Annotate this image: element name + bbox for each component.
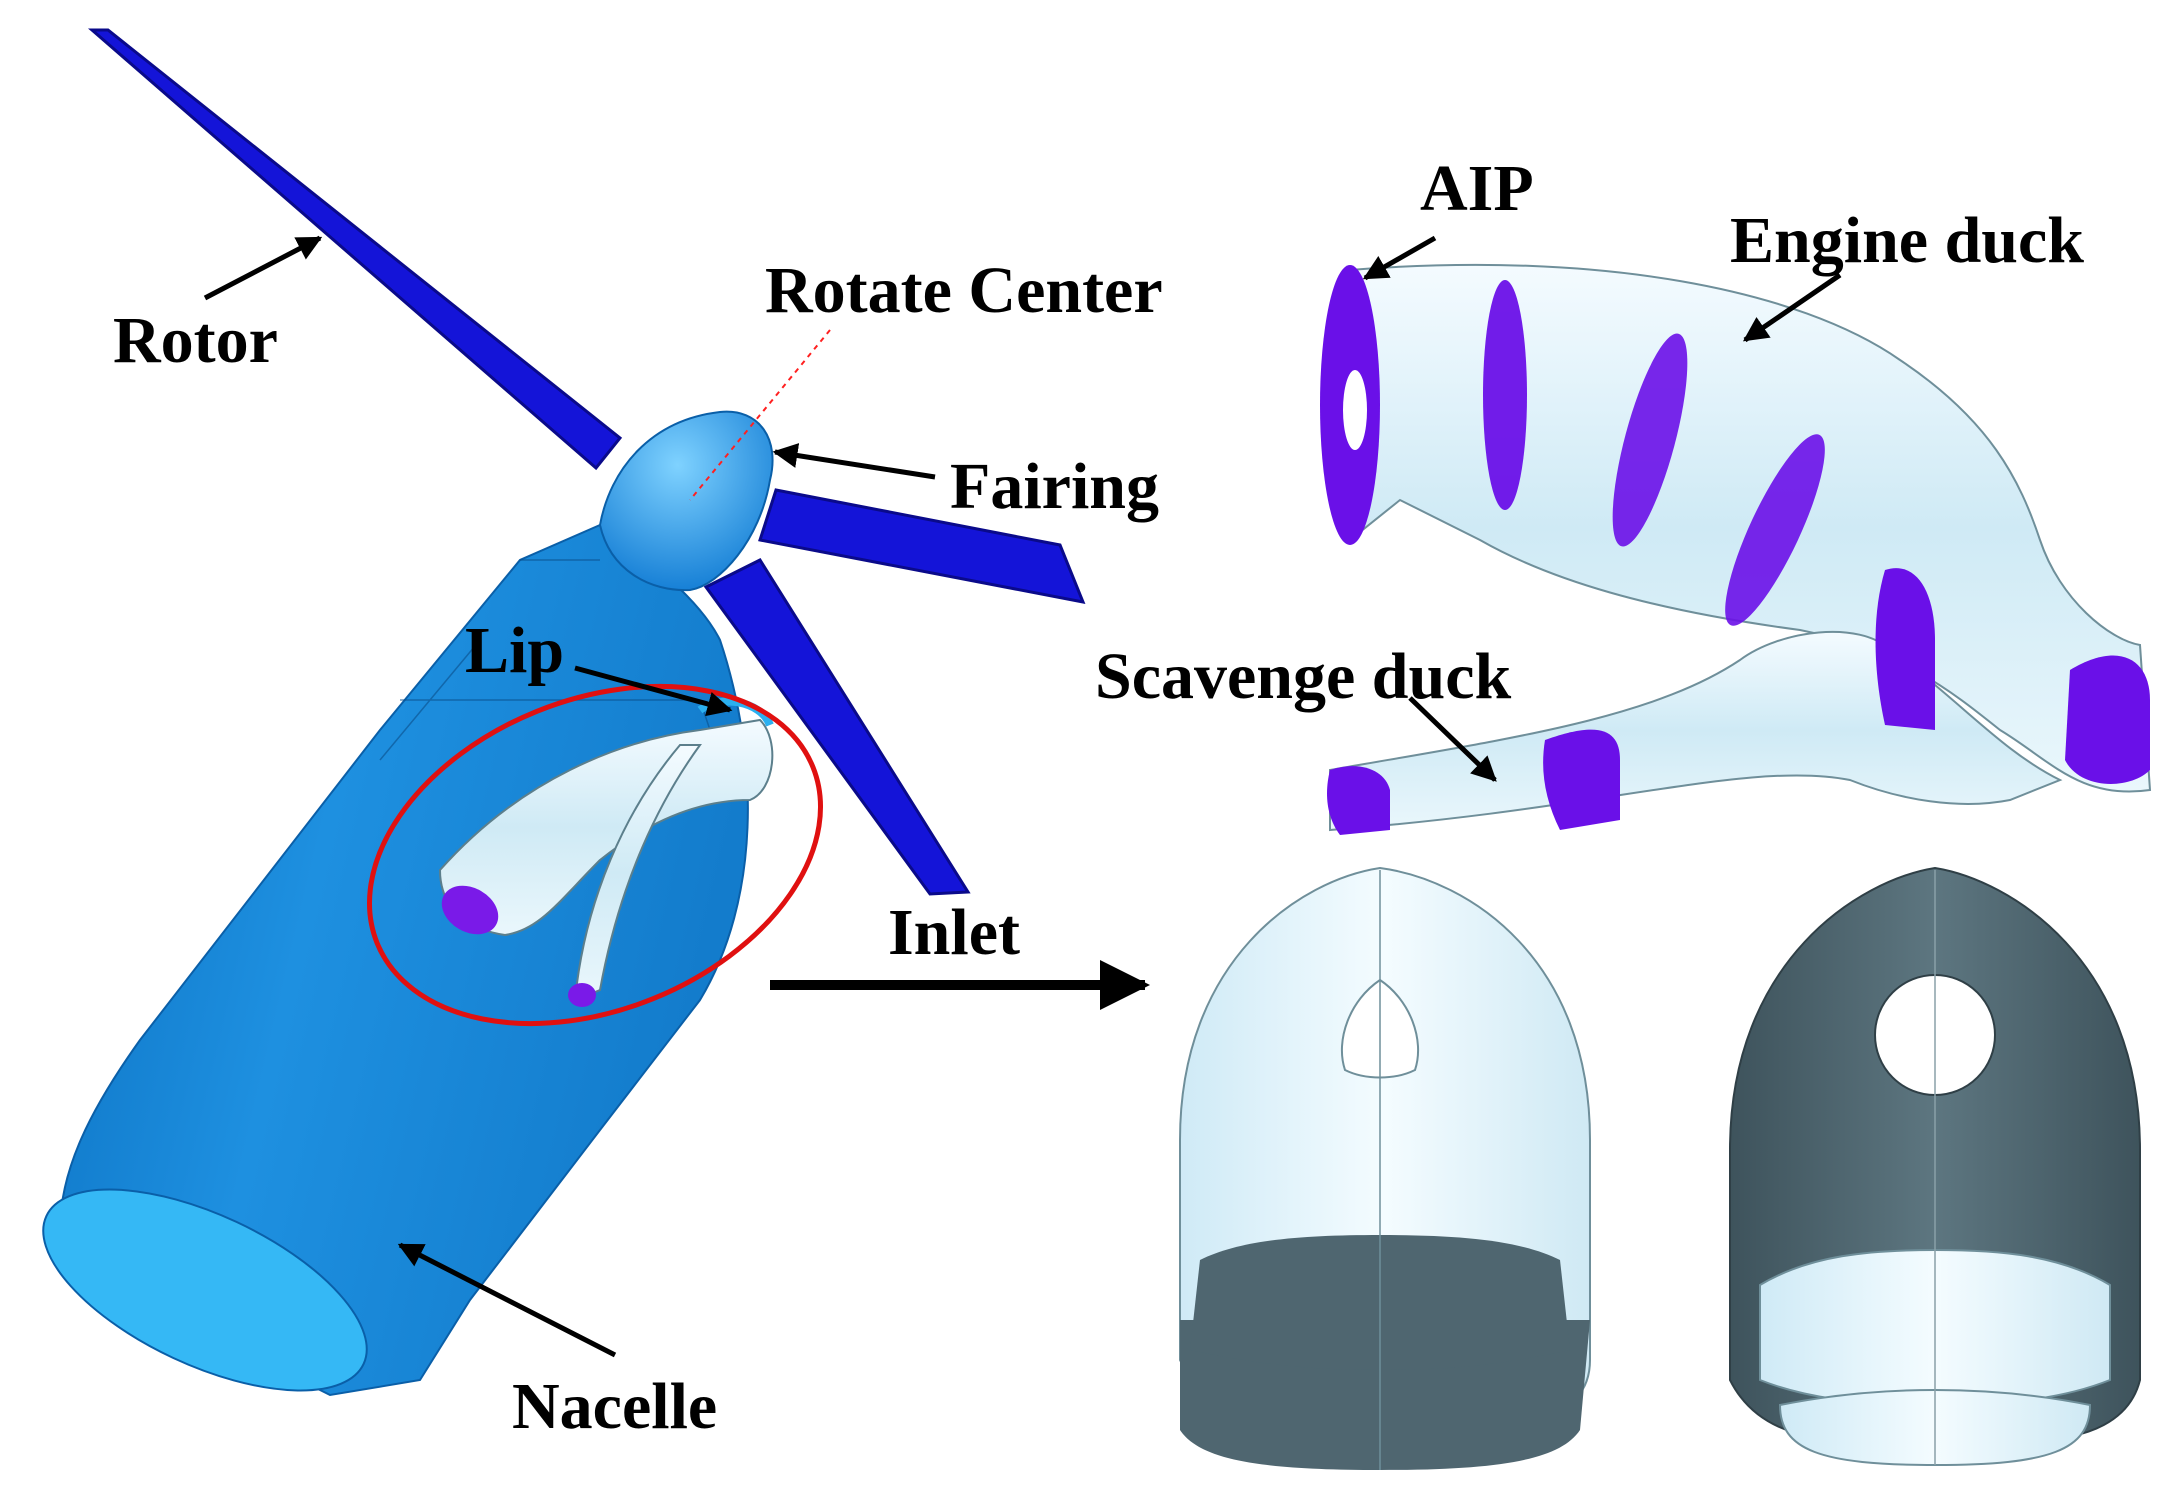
rotate-center-axis [689, 329, 831, 501]
inlet-highlight-circle [367, 683, 823, 1027]
label-nacelle: Nacelle [512, 1370, 717, 1443]
engine-duct-section-1 [1483, 280, 1527, 510]
label-rotate-center: Rotate Center [765, 254, 1163, 327]
label-fairing: Fairing [950, 450, 1159, 523]
inlet-front-view-dark [1729, 866, 2141, 1467]
engine-duct-section-2 [1612, 333, 1688, 547]
rotor-blade-right [758, 488, 1086, 604]
engine-duct-section-3 [1725, 434, 1825, 626]
label-lip: Lip [465, 614, 564, 687]
scavenge-duct-outlet [1327, 766, 1390, 835]
label-scavenge-duck: Scavenge duck [1095, 640, 1512, 713]
nacelle-arrow [397, 1242, 617, 1358]
annotation-arrows [203, 235, 1842, 1358]
fairing-arrow [772, 443, 936, 480]
lip-arrow [574, 665, 733, 717]
scavenge-duct-section [1543, 729, 1620, 830]
engine-duct-section-4 [1875, 568, 1935, 730]
label-engine-duck: Engine duck [1730, 204, 2084, 277]
aip-arrow [1362, 235, 1437, 281]
engine-duct-outlet [2065, 655, 2150, 784]
scavenge-duct [1329, 630, 2063, 832]
nacelle-inlet-duct [438, 697, 774, 1007]
labels: Rotor Rotate Center Fairing Lip Nacelle … [113, 152, 2084, 1443]
rotor-arrow [203, 235, 323, 301]
nacelle-assembly [42, 28, 1086, 1397]
duct-side-view [1320, 263, 2152, 835]
fairing [598, 410, 774, 592]
rotor-blade-upper [87, 28, 623, 471]
inlet-front-view-light [1179, 866, 1591, 1470]
rotor-blade-lower [703, 558, 971, 896]
label-inlet: Inlet [888, 896, 1020, 969]
nacelle-body [58, 523, 749, 1397]
label-rotor: Rotor [113, 304, 278, 377]
label-aip: AIP [1420, 152, 1534, 225]
scavenge-duck-arrow [1408, 696, 1497, 782]
engine-duck-arrow [1742, 272, 1842, 343]
nacelle-end-cap [42, 1188, 368, 1392]
